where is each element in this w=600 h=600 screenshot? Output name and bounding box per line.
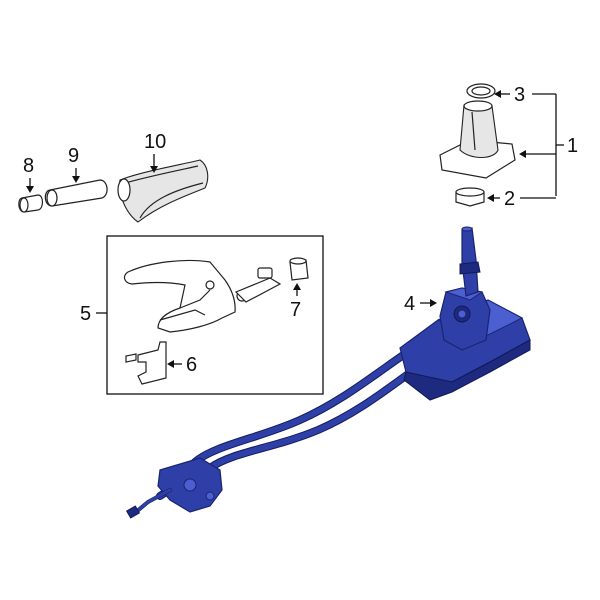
part-4-shifter-assembly — [125, 226, 531, 519]
part-6-clip — [125, 341, 167, 385]
part-1-shift-knob — [439, 100, 516, 179]
callout-7: 7 — [290, 283, 301, 321]
callout-4-label: 4 — [404, 293, 415, 315]
callout-10: 10 — [144, 131, 166, 173]
part-8-cap — [18, 194, 44, 213]
callout-3-label: 3 — [514, 84, 525, 106]
callout-6: 6 — [167, 354, 197, 376]
callout-5-label: 5 — [80, 303, 91, 325]
callout-6-label: 6 — [186, 354, 197, 376]
part-3-ring — [466, 83, 496, 99]
callout-8: 8 — [23, 155, 34, 193]
callout-9: 9 — [68, 145, 80, 183]
callout-1-label: 1 — [567, 135, 578, 157]
callout-2-label: 2 — [504, 188, 515, 210]
group-5-frame — [106, 235, 324, 395]
callout-3: 3 — [494, 84, 556, 106]
callout-7-label: 7 — [290, 299, 301, 321]
part-2-bushing — [455, 187, 485, 207]
callout-8-label: 8 — [23, 155, 34, 177]
callout-1: 1 — [519, 94, 578, 196]
callout-5: 5 — [80, 303, 107, 325]
callout-4: 4 — [404, 293, 437, 315]
callout-9-label: 9 — [68, 145, 79, 167]
callout-10-label: 10 — [144, 131, 166, 153]
part-7-bushing — [289, 257, 309, 281]
part-5-lever-bracket — [123, 259, 282, 333]
part-9-sleeve — [44, 179, 108, 207]
part-10-shift-boot — [117, 159, 209, 223]
callout-2: 2 — [487, 188, 556, 210]
